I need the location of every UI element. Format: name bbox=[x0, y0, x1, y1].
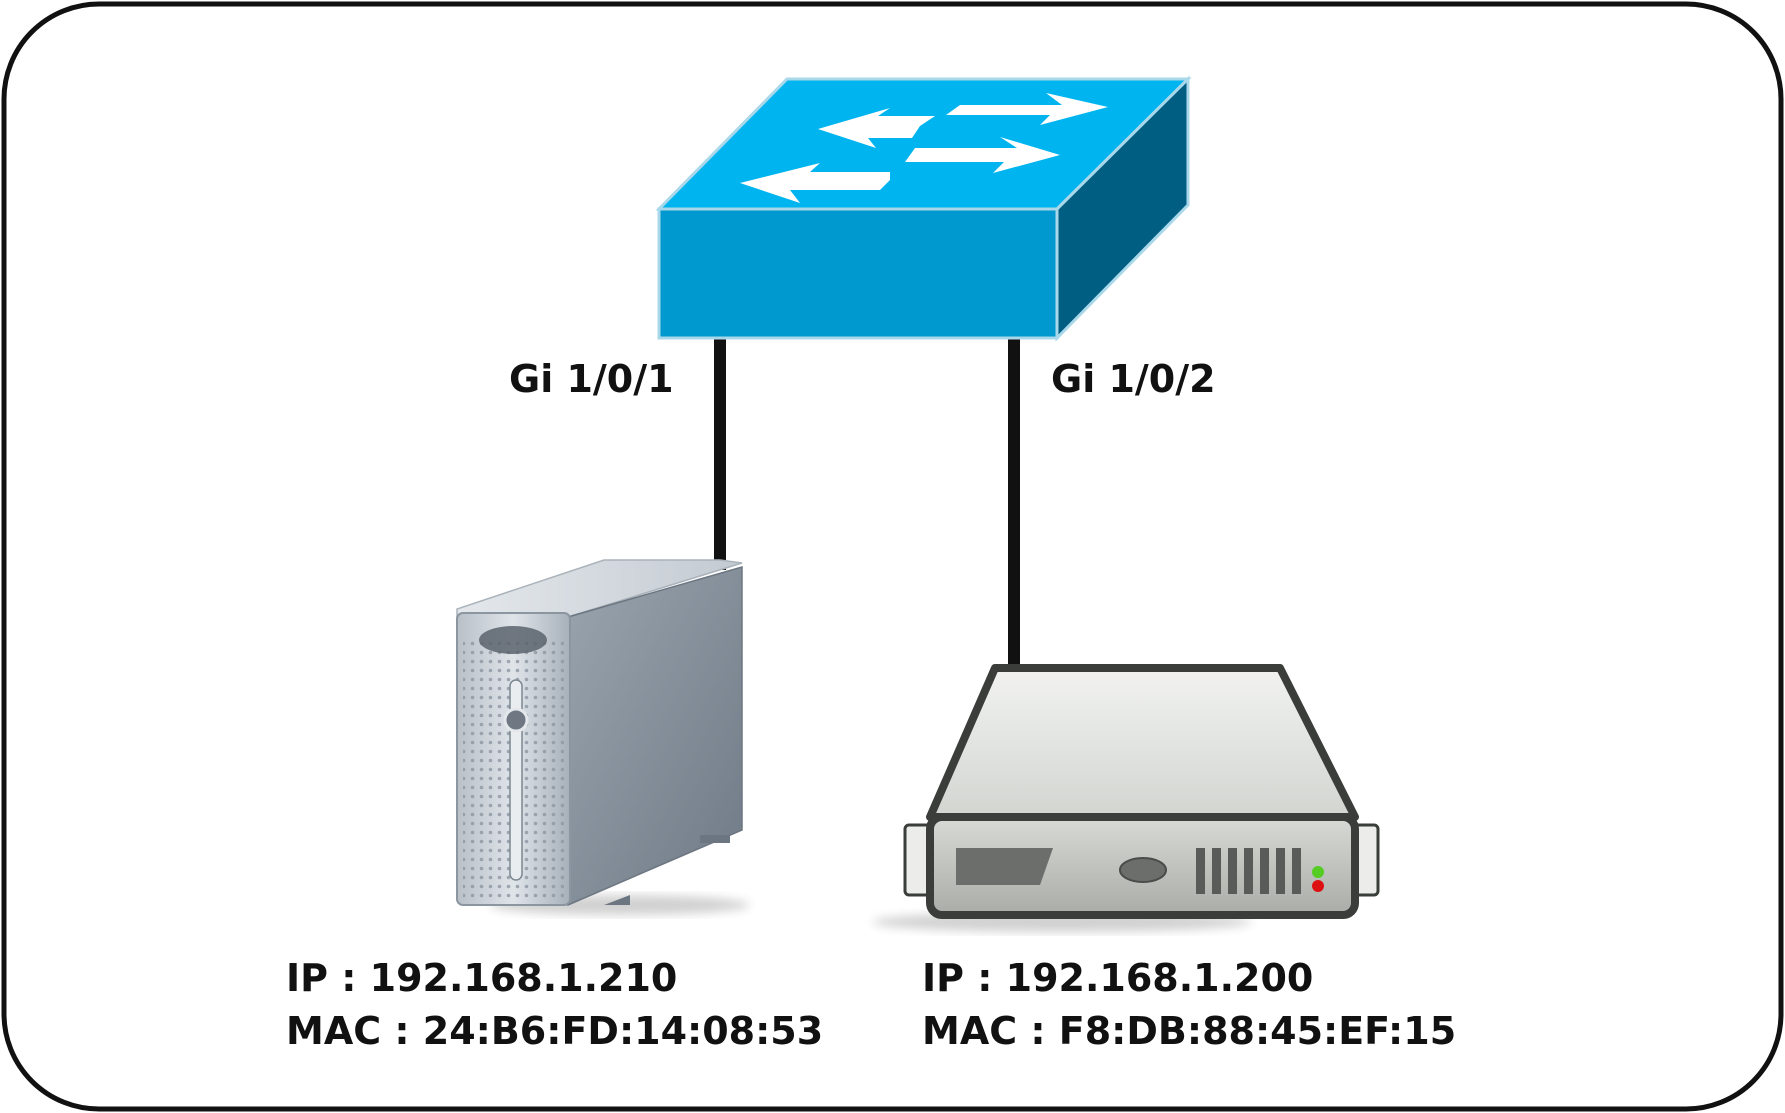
host-1-ip-label: IP : 192.168.1.210 bbox=[286, 956, 677, 1000]
status-led-green-icon bbox=[1312, 866, 1324, 878]
tower-pc-icon bbox=[456, 559, 750, 915]
host-2-ip-label: IP : 192.168.1.200 bbox=[922, 956, 1313, 1000]
tower-optical-bay bbox=[479, 626, 547, 654]
switch-front-face bbox=[657, 207, 1059, 340]
switch-side-face bbox=[1055, 75, 1190, 342]
power-button-icon bbox=[503, 707, 529, 733]
server-drive-bay bbox=[956, 848, 1053, 885]
port-label-gi-1-0-2: Gi 1/0/2 bbox=[1051, 357, 1216, 401]
server-vent-slots bbox=[1196, 848, 1301, 894]
rack-server-icon bbox=[872, 664, 1380, 932]
server-optical-button bbox=[1119, 857, 1167, 883]
network-switch-icon bbox=[655, 75, 1192, 342]
server-top-face bbox=[926, 664, 1359, 821]
host-2-mac-label: MAC : F8:DB:88:45:EF:15 bbox=[922, 1009, 1456, 1053]
status-led-red-icon bbox=[1312, 880, 1324, 892]
switch-arrows-icon bbox=[740, 93, 1108, 203]
port-label-gi-1-0-1: Gi 1/0/1 bbox=[509, 357, 674, 401]
host-1-mac-label: MAC : 24:B6:FD:14:08:53 bbox=[286, 1009, 823, 1053]
